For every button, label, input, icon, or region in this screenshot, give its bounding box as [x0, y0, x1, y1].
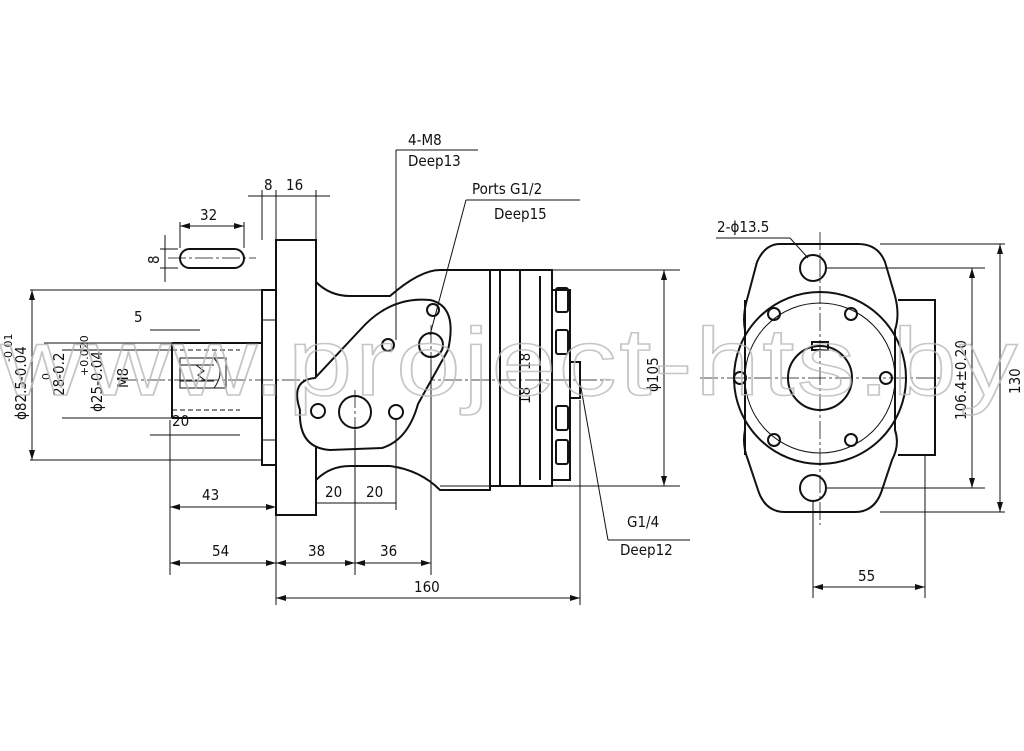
dimension-lines: [31, 149, 690, 599]
dim-port-b-offset: 20: [366, 483, 383, 501]
dim-valve-h1: 18: [516, 353, 534, 370]
dim-port-a-offset: 20: [325, 483, 342, 501]
arrowheads: [29, 223, 667, 601]
dim-key-height-tol: 0: [40, 373, 53, 380]
dim-ports-spacing: 36: [380, 542, 397, 560]
dim-shaft-undercut: 20: [172, 412, 189, 430]
bolt-circle: [733, 307, 893, 447]
dim-thread: M8: [114, 368, 132, 388]
dim-total-length: 160: [414, 578, 440, 596]
dim-key-length: 32: [200, 206, 217, 224]
mount-hole-bottom: [799, 474, 827, 502]
port-plate: [296, 298, 452, 452]
callout-threads-line2: Deep13: [408, 152, 461, 170]
dim-side-width: 55: [858, 567, 875, 585]
callout-mount-holes: 2-ϕ13.5: [717, 218, 769, 236]
dim-valve-h2: 18: [516, 387, 534, 404]
dim-key-width: 8: [145, 255, 163, 264]
dim-shaft-diameter: ϕ25-0.04: [88, 351, 106, 412]
callout-ports-line2: Deep15: [494, 205, 547, 223]
dim-flange-to-ports: 38: [308, 542, 325, 560]
labels: 4-M8 Deep13 Ports G1/2 Deep15 G1/4 Deep1…: [2, 131, 1024, 596]
callout-threads-line1: 4-M8: [408, 131, 442, 149]
side-view: [29, 149, 690, 605]
dim-key-height: 28-0.2: [50, 353, 68, 397]
dim-shaft-end-step: 5: [134, 308, 143, 326]
dim-body-diameter: ϕ105: [644, 357, 662, 392]
dim-pilot-diameter: ϕ82.5-0.04: [12, 346, 30, 420]
shaft: [171, 342, 263, 419]
extension-lines: [30, 190, 680, 605]
key-detail: [160, 222, 256, 282]
dim-flange-step: 8: [264, 176, 273, 194]
mount-hole-top: [799, 254, 827, 282]
gerotor-section: [489, 269, 581, 487]
front-view: [700, 232, 1005, 598]
dim-to-flange: 54: [212, 542, 229, 560]
shaft-circle: [787, 345, 853, 411]
watermark: www.project-hts.by: [0, 309, 1020, 416]
dim-pilot-tol: -0.01: [2, 334, 15, 362]
dim-shaft-length: 43: [202, 486, 219, 504]
dim-shaft-tol: +0.020: [78, 335, 91, 376]
dim-hole-spacing: 106.4±0.20: [952, 340, 970, 420]
callout-drain-line1: G1/4: [627, 513, 659, 531]
dim-flange-height: 130: [1006, 368, 1024, 394]
dim-flange-thickness: 16: [286, 176, 303, 194]
callout-drain-line2: Deep12: [620, 541, 673, 559]
callout-ports-line1: Ports G1/2: [472, 180, 542, 198]
